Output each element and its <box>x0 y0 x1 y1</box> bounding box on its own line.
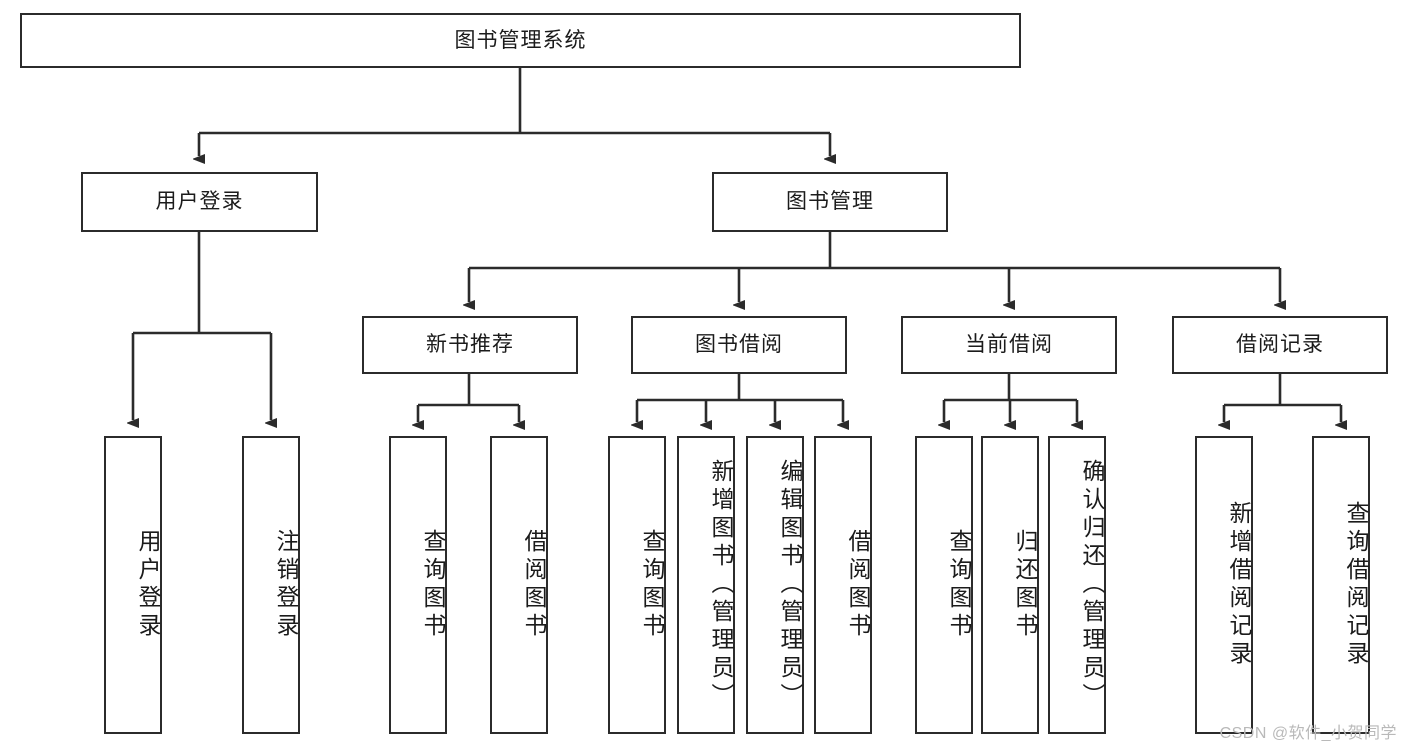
node-borrow-record[interactable]: 借阅记录 <box>1172 316 1388 374</box>
leaf-label: 查询图书 <box>639 529 665 641</box>
leaf-current-borrow-confirm-return[interactable]: 确认归还（管理员） <box>1048 436 1106 734</box>
node-book-borrow-label: 图书借阅 <box>695 333 783 357</box>
leaf-label: 归还图书 <box>1012 529 1038 641</box>
leaf-current-borrow-return[interactable]: 归还图书 <box>981 436 1039 734</box>
leaf-book-borrow-add[interactable]: 新增图书（管理员） <box>677 436 735 734</box>
leaf-label: 新增借阅记录 <box>1226 501 1252 669</box>
leaf-label: 查询借阅记录 <box>1343 501 1369 669</box>
leaf-borrow-record-query[interactable]: 查询借阅记录 <box>1312 436 1370 734</box>
node-book-management-label: 图书管理 <box>786 190 874 214</box>
leaf-book-borrow-borrow[interactable]: 借阅图书 <box>814 436 872 734</box>
node-root[interactable]: 图书管理系统 <box>20 13 1021 68</box>
node-borrow-record-label: 借阅记录 <box>1236 333 1324 357</box>
leaf-user-login-signin[interactable]: 用户登录 <box>104 436 162 734</box>
node-new-book-recommend[interactable]: 新书推荐 <box>362 316 578 374</box>
leaf-label: 借阅图书 <box>521 529 547 641</box>
node-user-login[interactable]: 用户登录 <box>81 172 318 232</box>
leaf-label: 确认归还（管理员） <box>1079 459 1105 711</box>
leaf-label: 查询图书 <box>946 529 972 641</box>
leaf-borrow-record-add[interactable]: 新增借阅记录 <box>1195 436 1253 734</box>
leaf-user-login-signout[interactable]: 注销登录 <box>242 436 300 734</box>
leaf-label: 查询图书 <box>420 529 446 641</box>
node-root-label: 图书管理系统 <box>454 28 587 52</box>
node-book-borrow[interactable]: 图书借阅 <box>631 316 847 374</box>
leaf-book-borrow-query[interactable]: 查询图书 <box>608 436 666 734</box>
node-new-book-recommend-label: 新书推荐 <box>426 333 514 357</box>
leaf-label: 注销登录 <box>273 529 299 641</box>
leaf-current-borrow-query[interactable]: 查询图书 <box>915 436 973 734</box>
leaf-new-book-borrow[interactable]: 借阅图书 <box>490 436 548 734</box>
leaf-label: 用户登录 <box>135 529 161 641</box>
leaf-label: 编辑图书（管理员） <box>777 459 803 711</box>
node-current-borrow[interactable]: 当前借阅 <box>901 316 1117 374</box>
leaf-book-borrow-edit[interactable]: 编辑图书（管理员） <box>746 436 804 734</box>
leaf-label: 借阅图书 <box>845 529 871 641</box>
leaf-new-book-query[interactable]: 查询图书 <box>389 436 447 734</box>
node-current-borrow-label: 当前借阅 <box>965 333 1053 357</box>
node-user-login-label: 用户登录 <box>155 190 244 214</box>
node-book-management[interactable]: 图书管理 <box>712 172 948 232</box>
leaf-label: 新增图书（管理员） <box>708 459 734 711</box>
watermark: CSDN @软件_小贺同学 <box>1219 725 1397 742</box>
